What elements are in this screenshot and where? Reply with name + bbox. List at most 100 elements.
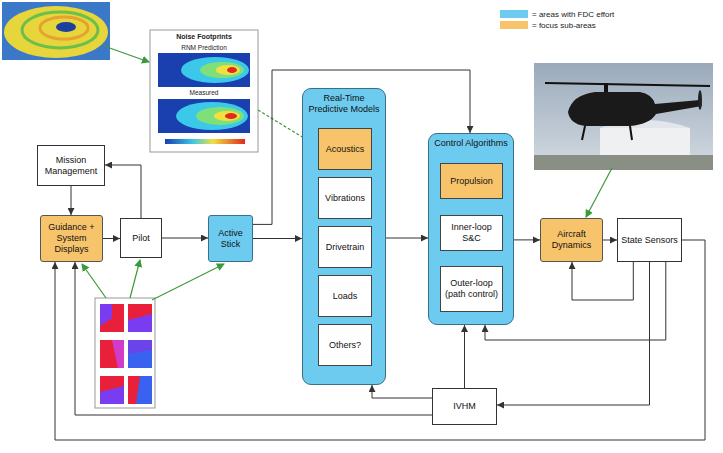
thumb-plot — [128, 340, 152, 368]
box-label: Vibrations — [325, 193, 365, 204]
heatmap — [158, 53, 250, 87]
box-label: Acoustics — [326, 144, 365, 155]
pilot-box: Pilot — [120, 218, 162, 258]
box-label: Inner-loop S&C — [444, 222, 499, 244]
rotor-noise-image — [2, 2, 110, 60]
connector — [103, 238, 120, 239]
leader-line — [104, 46, 149, 62]
legend-text: = focus sub-areas — [532, 21, 596, 30]
thumb-region — [136, 376, 152, 404]
model-box: Drivetrain — [318, 226, 372, 268]
heatmap-band — [181, 57, 249, 83]
mission-box: Mission Management — [37, 145, 105, 186]
ground — [534, 155, 713, 170]
thumb-plot — [128, 376, 152, 404]
ivhm-box: IVHM — [432, 388, 497, 425]
leader-line — [586, 168, 612, 217]
panel-frame — [150, 30, 258, 152]
connector — [497, 262, 650, 405]
thumb-region — [128, 304, 152, 320]
thumb-region — [100, 304, 112, 326]
connector — [253, 238, 302, 239]
panel-label: Measured — [150, 89, 258, 96]
heatmap-band — [227, 67, 237, 73]
noise-footprint-panel — [150, 30, 258, 152]
connector — [464, 325, 465, 388]
model-box: Vibrations — [318, 177, 372, 219]
control-box: Outer-loop (path control) — [440, 266, 503, 312]
helicopter-photo — [534, 63, 713, 170]
heatmap-band — [200, 62, 244, 78]
box-label: Others? — [329, 340, 361, 351]
rotor-mast — [604, 83, 608, 93]
panel-label: Noise Footprints — [150, 33, 258, 41]
box-label: Propulsion — [450, 176, 493, 187]
connector — [71, 186, 72, 215]
rotor-blade — [545, 83, 710, 86]
heatmap-band — [196, 107, 244, 125]
group-title: Control Algorithms — [429, 138, 513, 149]
thumb-region — [100, 376, 124, 392]
box-label: Pilot — [132, 233, 150, 244]
display-thumbnails — [95, 298, 155, 408]
dynamics-box: Aircraft Dynamics — [540, 218, 603, 262]
box-label: Aircraft Dynamics — [544, 229, 599, 251]
landing-gear — [582, 126, 585, 140]
box-label: Mission Management — [41, 155, 101, 177]
leader-line — [82, 264, 106, 298]
group-title: Real-Time Predictive Models — [303, 93, 385, 115]
control-box: Propulsion — [440, 163, 503, 199]
leader-line — [152, 264, 224, 300]
thumb-plot — [100, 304, 124, 332]
model-box: Others? — [318, 324, 372, 366]
box-label: Guidance + System Displays — [44, 222, 99, 255]
stick-box: Active Stick — [208, 215, 253, 262]
connector — [572, 262, 633, 300]
thumb-plot — [128, 304, 152, 332]
tail-rotor — [698, 90, 702, 110]
connector — [603, 240, 617, 241]
thumb-plot — [100, 376, 124, 404]
legend-swatch — [500, 21, 528, 29]
box-label: Active Stick — [212, 228, 249, 250]
box-label: Outer-loop (path control) — [444, 278, 499, 300]
box-label: IVHM — [453, 401, 476, 412]
landing-gear — [630, 126, 632, 140]
model-group: Real-Time Predictive ModelsAcousticsVibr… — [302, 88, 386, 385]
connector — [105, 165, 141, 218]
image-ground — [2, 2, 110, 60]
box-label: State Sensors — [621, 235, 678, 246]
colorbar — [165, 139, 245, 144]
connector — [372, 385, 432, 398]
noise-ring — [22, 12, 98, 48]
heatmap-band — [216, 65, 240, 75]
box-label: Drivetrain — [326, 242, 365, 253]
heatmap-band — [214, 111, 240, 121]
fuselage — [568, 92, 702, 126]
guidance-box: Guidance + System Displays — [40, 215, 103, 262]
model-box: Acoustics — [318, 128, 372, 170]
heatmap-band — [176, 102, 248, 130]
leader-line — [130, 260, 140, 298]
legend-text: = areas with FDC effort — [532, 10, 614, 19]
thumb-plot — [100, 340, 124, 368]
photo-sky — [534, 63, 713, 170]
sensor-box: State Sensors — [617, 218, 682, 262]
heatmap — [158, 99, 250, 133]
control-group: Control AlgorithmsPropulsionInner-loop S… — [428, 133, 514, 325]
legend-swatch — [500, 10, 528, 18]
connector — [386, 238, 428, 239]
control-box: Inner-loop S&C — [440, 215, 503, 251]
connector — [514, 239, 540, 240]
rotor-hub — [56, 22, 76, 32]
box-label: Loads — [333, 291, 358, 302]
hangar — [600, 128, 690, 156]
thumb-frame — [95, 298, 155, 408]
thumb-region — [112, 340, 124, 368]
noise-ring — [40, 17, 88, 39]
model-box: Loads — [318, 275, 372, 317]
panel-label: RNM Prediction — [150, 44, 258, 51]
rotor-disc — [4, 6, 108, 58]
connector — [162, 238, 208, 239]
